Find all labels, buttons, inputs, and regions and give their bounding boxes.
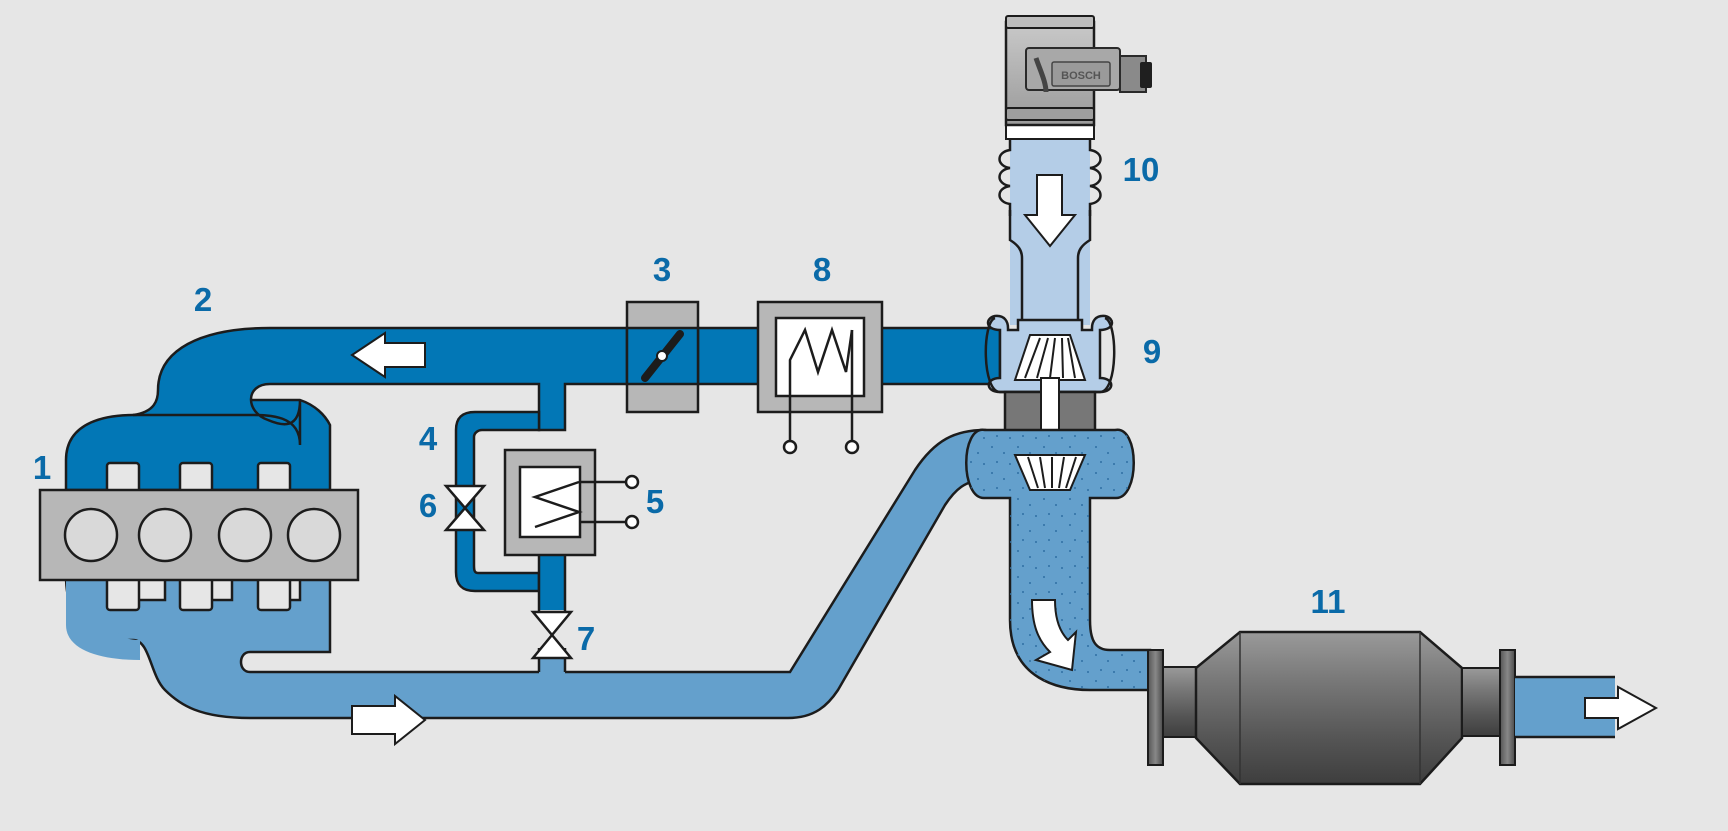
flow-arrow-icon bbox=[1022, 174, 1078, 248]
turbine-wheel-icon bbox=[1013, 454, 1087, 491]
flange bbox=[1499, 649, 1516, 766]
callout-7: 7 bbox=[577, 620, 595, 657]
cylinder bbox=[63, 507, 119, 563]
egr-loop bbox=[443, 410, 640, 660]
flow-arrow-icon bbox=[1584, 685, 1659, 731]
throttle-valve bbox=[625, 300, 700, 414]
callout-1: 1 bbox=[33, 449, 51, 486]
callout-11: 11 bbox=[1311, 583, 1346, 620]
cylinder bbox=[137, 507, 193, 563]
flow-arrow-icon bbox=[351, 693, 427, 747]
callout-10: 10 bbox=[1123, 151, 1160, 188]
exhaust-manifold bbox=[64, 428, 987, 720]
catalytic-converter bbox=[1147, 630, 1659, 786]
callout-6: 6 bbox=[419, 487, 437, 524]
flange bbox=[1147, 649, 1164, 766]
exhaust-system bbox=[64, 428, 987, 747]
flow-arrow-icon bbox=[1030, 599, 1078, 672]
bellows-icon bbox=[998, 135, 1102, 216]
callout-4: 4 bbox=[419, 420, 438, 457]
cylinder bbox=[286, 507, 342, 563]
engine-block bbox=[38, 398, 360, 612]
callout-9: 9 bbox=[1143, 333, 1161, 370]
valve-icon bbox=[530, 610, 574, 660]
exhaust-manifold-inner bbox=[66, 575, 140, 660]
flow-arrow-icon bbox=[350, 331, 426, 379]
intercooler bbox=[756, 300, 884, 455]
compressor-wheel-icon bbox=[1013, 334, 1087, 381]
cylinder bbox=[217, 507, 273, 563]
air-mass-meter: BOSCH bbox=[1004, 15, 1152, 140]
sensor-logo: BOSCH bbox=[1061, 70, 1101, 82]
callout-2: 2 bbox=[194, 281, 212, 318]
valve-icon bbox=[443, 484, 487, 532]
turbocharger bbox=[965, 135, 1152, 692]
callout-8: 8 bbox=[813, 251, 831, 288]
callout-3: 3 bbox=[653, 251, 671, 288]
callout-5: 5 bbox=[646, 483, 664, 520]
